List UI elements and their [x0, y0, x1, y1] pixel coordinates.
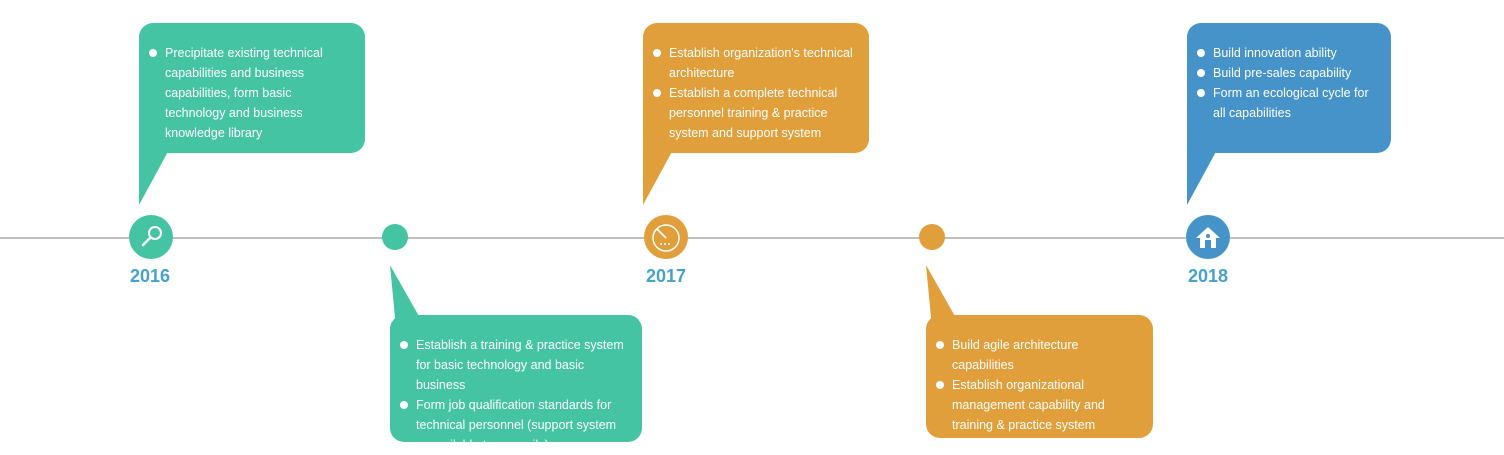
- callout-pointer-1: [139, 140, 170, 205]
- callout-list: Establish organization's technical archi…: [653, 43, 855, 143]
- callout-2016-2017: Establish a training & practice system f…: [390, 315, 642, 452]
- callout-2017-2018: Build agile architecture capabilities Es…: [926, 315, 1153, 438]
- callout-item: Build innovation ability: [1197, 43, 1377, 63]
- magnifier-icon: [141, 226, 162, 247]
- timeline-graphic: [0, 140, 1504, 328]
- year-label-2016: 2016: [129, 266, 171, 286]
- callout-item: Precipitate existing technical capabilit…: [149, 43, 351, 143]
- callout-item: Form job qualification standards for tec…: [400, 395, 628, 455]
- callout-pointer-3: [643, 140, 674, 205]
- callout-2018: Build innovation ability Build pre-sales…: [1187, 23, 1391, 153]
- callout-item: Establish a complete technical personnel…: [653, 83, 855, 143]
- callout-list: Precipitate existing technical capabilit…: [149, 43, 351, 143]
- milestone-marker-4: [919, 224, 945, 250]
- callout-list: Build innovation ability Build pre-sales…: [1197, 43, 1377, 123]
- callout-pointer-4: [926, 265, 956, 328]
- year-label-2017: 2017: [645, 266, 687, 286]
- year-label-2018: 2018: [1187, 266, 1229, 286]
- callout-pointer-2: [390, 265, 420, 328]
- callout-item: Establish a training & practice system f…: [400, 335, 628, 395]
- callout-list: Establish a training & practice system f…: [400, 335, 628, 455]
- callout-item: Establish organizational management capa…: [936, 375, 1139, 435]
- callout-pointer-5: [1187, 140, 1218, 205]
- milestone-marker-2: [382, 224, 408, 250]
- callout-item: Build agile architecture capabilities: [936, 335, 1139, 375]
- callout-2016: Precipitate existing technical capabilit…: [139, 23, 365, 153]
- gauge-icon: [652, 224, 680, 252]
- callout-list: Build agile architecture capabilities Es…: [936, 335, 1139, 435]
- callout-item: Establish organization's technical archi…: [653, 43, 855, 83]
- callout-item: Form an ecological cycle for all capabil…: [1197, 83, 1377, 123]
- home-icon: [1196, 227, 1220, 248]
- callout-item: Build pre-sales capability: [1197, 63, 1377, 83]
- callout-2017: Establish organization's technical archi…: [643, 23, 869, 153]
